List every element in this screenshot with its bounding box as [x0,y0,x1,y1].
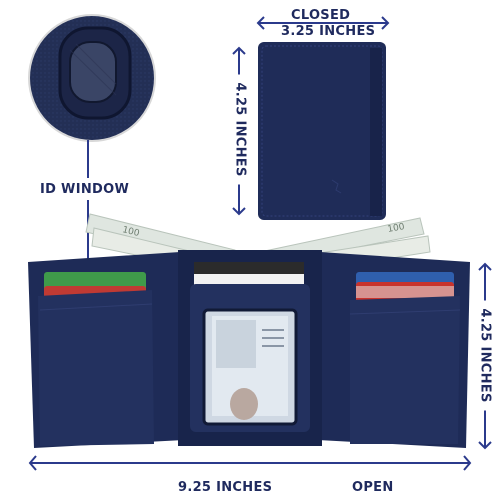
open-width-label: 9.25 INCHES [178,480,273,495]
svg-text:100: 100 [387,222,406,235]
closed-width-label: 3.25 INCHES [281,24,376,39]
svg-text:100: 100 [121,225,140,239]
open-label: OPEN [352,480,394,495]
closed-width-line [258,22,388,24]
closed-label: CLOSED [291,8,351,23]
id-window-label: ID WINDOW [40,182,130,197]
open-width-line [30,462,470,464]
